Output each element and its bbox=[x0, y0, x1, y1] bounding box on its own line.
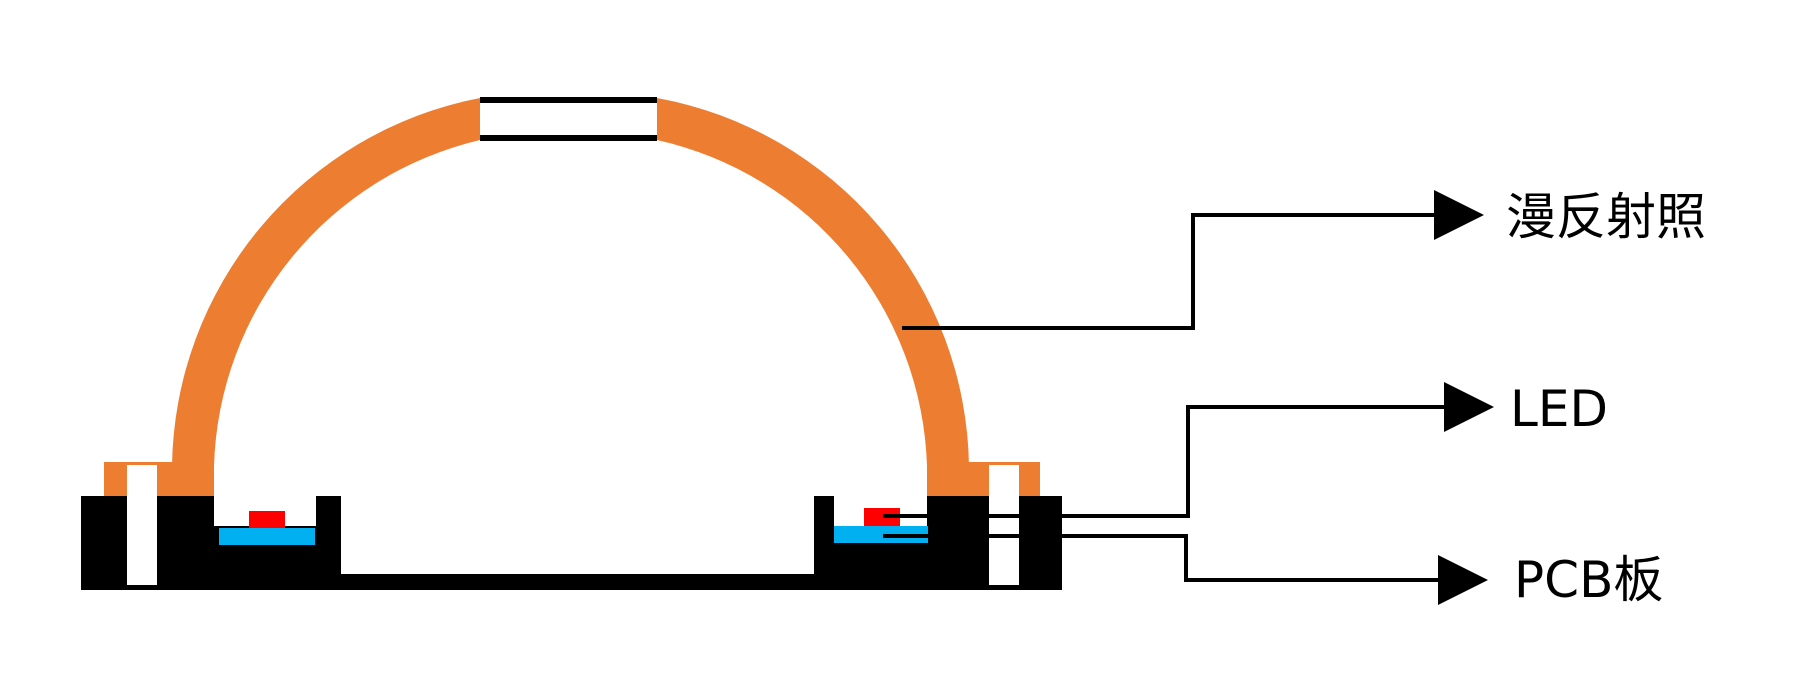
leader-line-pcb bbox=[883, 534, 1440, 582]
arrow-head-pcb bbox=[1438, 555, 1488, 605]
mount-post-right bbox=[989, 465, 1019, 585]
leader-line-diffuse bbox=[902, 213, 1436, 330]
mount-post-left bbox=[127, 465, 157, 585]
led-substrate-right bbox=[834, 526, 928, 543]
arrow-head-led bbox=[1444, 382, 1494, 432]
label-pcb-board: PCB板 bbox=[1514, 551, 1663, 609]
led-chip-right bbox=[864, 508, 900, 526]
dome-left-arc bbox=[172, 98, 480, 466]
pcb-board bbox=[81, 465, 1062, 590]
leader-line-led bbox=[883, 405, 1446, 518]
dome-flange-left bbox=[104, 462, 214, 496]
label-led: LED bbox=[1510, 380, 1608, 438]
led-right bbox=[834, 508, 928, 543]
led-chip-left bbox=[249, 511, 285, 528]
led-left bbox=[219, 511, 315, 545]
dome-flange-right bbox=[927, 462, 1040, 496]
led-substrate-left bbox=[219, 528, 315, 545]
leader-lines bbox=[883, 213, 1446, 582]
dome-aperture bbox=[480, 100, 657, 138]
dome-reflector bbox=[104, 97, 1040, 496]
label-diffuse-illumination: 漫反射照 bbox=[1506, 188, 1706, 246]
arrow-head-diffuse bbox=[1434, 190, 1484, 240]
pcb-body bbox=[81, 496, 1062, 590]
dome-right-arc bbox=[657, 98, 969, 466]
